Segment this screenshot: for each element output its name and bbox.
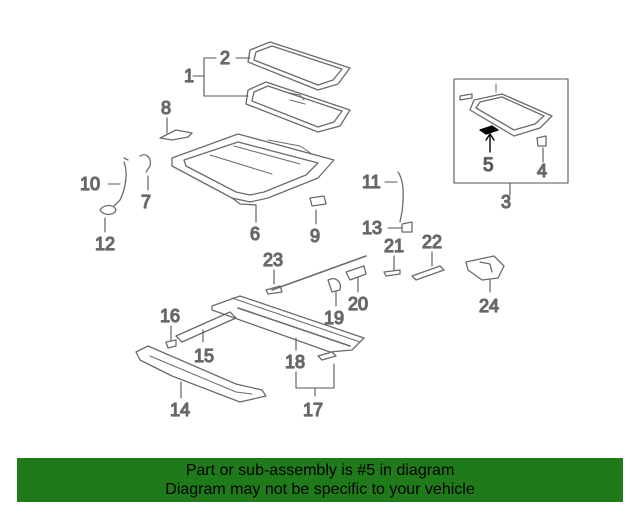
part-4-clip [536,135,547,163]
label-21: 21 [384,236,404,256]
label-14: 14 [170,400,190,420]
label-13: 13 [362,218,382,238]
part-22-guide [411,251,445,281]
label-23: 23 [263,250,283,270]
banner-line-1: Part or sub-assembly is #5 in diagram [185,462,455,479]
part-9-block [309,195,327,225]
part-23-cable [265,255,367,295]
part-6-sunroof-frame [171,133,335,223]
label-16: 16 [160,306,180,326]
part-16-clip [165,325,177,349]
label-4: 4 [537,161,547,181]
part-12-grommet [99,204,117,233]
part-13-clip [387,221,413,233]
part-17-rail-assembly [295,351,337,397]
label-7: 7 [141,192,151,212]
label-9: 9 [310,226,320,246]
part-19-motor-bracket [327,278,342,307]
label-1: 1 [184,66,194,86]
label-3: 3 [501,192,511,212]
part-10-drain-hose [107,157,129,207]
label-19: 19 [324,308,344,328]
label-12: 12 [95,234,115,254]
part-3-shade-box [453,78,569,196]
part-7-hose-clip [139,154,152,191]
leader-lines-1-2 [192,57,251,97]
part-5-shade-handle [479,125,499,153]
part-21-bracket [383,255,401,277]
label-24: 24 [479,296,499,316]
label-18: 18 [285,352,305,372]
label-10: 10 [80,174,100,194]
part-24-motor [465,255,505,293]
label-11: 11 [362,172,381,192]
part-1-glass-assembly [245,81,351,133]
banner-line-2: Diagram may not be specific to your vehi… [165,481,475,498]
part-14-deflector [135,345,267,403]
label-20: 20 [348,294,368,314]
part-2-glass-panel [247,41,351,91]
info-banner: Part or sub-assembly is #5 in diagram Di… [17,458,623,502]
label-17: 17 [303,400,323,420]
part-8-bracket [159,117,193,141]
part-18-front-rail [211,295,365,353]
part-20-bracket [345,265,367,293]
label-15: 15 [194,346,214,366]
label-2: 2 [220,48,230,68]
part-15-side-rail [175,311,237,343]
label-8: 8 [161,98,171,118]
label-22: 22 [422,232,442,252]
label-5-highlighted: 5 [483,155,494,176]
label-6: 6 [250,224,260,244]
parts-diagram: 2 1 8 7 10 12 6 9 11 13 3 4 5 21 22 23 2… [79,41,569,421]
part-11-cable [384,171,404,223]
